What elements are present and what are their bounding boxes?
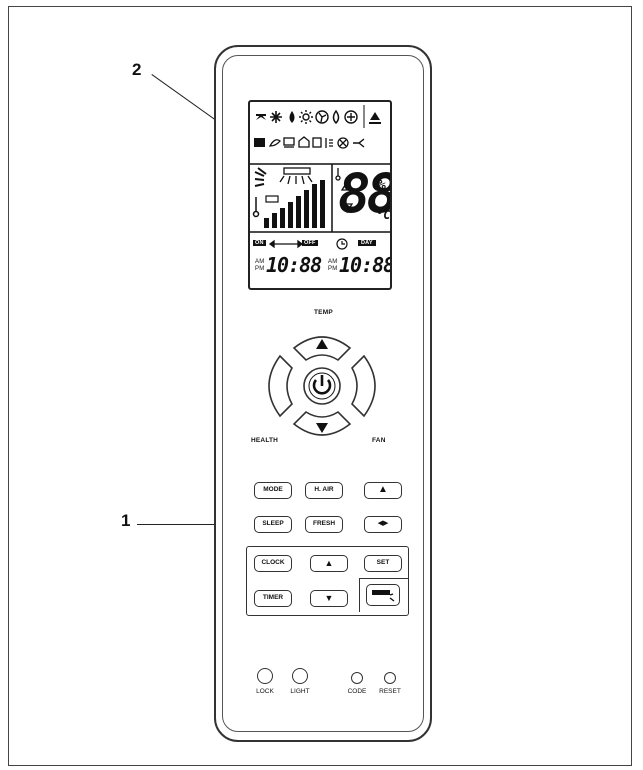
day-badge: DAY bbox=[358, 240, 376, 246]
dpad bbox=[268, 336, 376, 436]
louver-icon bbox=[279, 167, 313, 185]
fresh-icon bbox=[283, 137, 295, 148]
reset-label: RESET bbox=[379, 688, 401, 695]
down-arrow-icon bbox=[316, 423, 328, 433]
arrow-up-icon bbox=[369, 112, 381, 124]
pm-label-left: PM bbox=[255, 266, 265, 272]
time-left: 10:88 bbox=[266, 253, 322, 277]
lock-button[interactable] bbox=[257, 668, 273, 684]
updown-arrow-icon: ▲ bbox=[378, 484, 388, 495]
battery-icon bbox=[265, 195, 279, 203]
ion-icon bbox=[325, 138, 333, 148]
code-label: CODE bbox=[347, 688, 367, 695]
set-button[interactable]: SET bbox=[364, 555, 402, 572]
up-triangle-icon bbox=[340, 180, 354, 191]
remote-inner-border bbox=[222, 55, 424, 732]
louver-icon bbox=[372, 590, 395, 602]
fresh-button[interactable]: FRESH bbox=[305, 516, 343, 533]
mode-button[interactable]: MODE bbox=[254, 482, 292, 499]
leftright-arrow-icon: ◀▶ bbox=[377, 520, 389, 527]
lcd-unit-celsius: °C bbox=[376, 208, 391, 222]
humidity-icon bbox=[332, 109, 340, 125]
timer-group-frame-right bbox=[359, 578, 409, 612]
timer-down-button[interactable]: ▼ bbox=[310, 590, 348, 607]
fan-button[interactable] bbox=[351, 354, 376, 418]
temp-label: TEMP bbox=[314, 309, 333, 316]
reset-button[interactable] bbox=[384, 672, 396, 684]
light-label: LIGHT bbox=[290, 688, 310, 695]
timer-up-button[interactable]: ▲ bbox=[310, 555, 348, 572]
lcd-display: 88 % °C ON OFF DAY AM PM 10:88 AM PM 10:… bbox=[248, 100, 392, 290]
power-icon bbox=[337, 137, 349, 149]
health-icon bbox=[268, 139, 281, 147]
sun-icon bbox=[299, 110, 313, 124]
home-icon bbox=[298, 136, 310, 148]
health-label: HEALTH bbox=[251, 437, 279, 444]
timer-group-frame bbox=[246, 546, 409, 616]
sleep-button[interactable]: SLEEP bbox=[254, 516, 292, 533]
clock-button[interactable]: CLOCK bbox=[254, 555, 292, 572]
am-label-left: AM bbox=[255, 259, 265, 265]
h-air-button[interactable]: H. AIR bbox=[305, 482, 343, 499]
temperature-indicator-icon bbox=[335, 168, 341, 181]
turbo-icon bbox=[256, 114, 266, 120]
lcd-unit-percent: % bbox=[378, 178, 386, 193]
leader-line-1 bbox=[137, 524, 249, 525]
figure-frame bbox=[8, 6, 632, 766]
snowflake-icon bbox=[270, 111, 282, 123]
timer-on-badge: ON bbox=[253, 240, 266, 246]
swing-icon bbox=[353, 138, 365, 148]
fan-ray-icon bbox=[254, 167, 267, 187]
louver-button[interactable] bbox=[366, 584, 400, 606]
up-arrow-icon: ▲ bbox=[324, 558, 334, 568]
time-right: 10:88 bbox=[339, 253, 392, 277]
timer-arrow bbox=[268, 239, 304, 249]
health-button[interactable] bbox=[268, 354, 293, 418]
timer-off-badge: OFF bbox=[302, 240, 318, 246]
callout-1: 1 bbox=[121, 511, 131, 530]
filter-icon bbox=[312, 137, 322, 148]
horizontal-swing-button[interactable]: ◀▶ bbox=[364, 516, 402, 533]
drop-icon bbox=[289, 111, 295, 123]
fan-speed-bars bbox=[264, 180, 325, 228]
down-triangle-icon bbox=[340, 203, 354, 214]
power-button[interactable] bbox=[303, 367, 341, 405]
down-arrow-icon: ▼ bbox=[324, 593, 334, 603]
fan-icon bbox=[315, 110, 329, 124]
fan-label: FAN bbox=[372, 437, 386, 444]
am-label-right: AM bbox=[328, 259, 338, 265]
timer-button[interactable]: TIMER bbox=[254, 590, 292, 607]
sleep-icon-top bbox=[344, 110, 358, 124]
lock-label: LOCK bbox=[256, 688, 274, 695]
code-button[interactable] bbox=[351, 672, 363, 684]
pm-label-right: PM bbox=[328, 266, 338, 272]
thermometer-icon bbox=[252, 197, 260, 218]
callout-2: 2 bbox=[132, 60, 142, 79]
lcd-main-digits: 88 bbox=[338, 162, 392, 225]
sleep-icon bbox=[254, 138, 265, 147]
up-arrow-icon bbox=[316, 339, 328, 349]
power-icon bbox=[312, 379, 332, 395]
clock-icon bbox=[336, 238, 348, 250]
vertical-swing-button[interactable]: ▲ bbox=[364, 482, 402, 499]
light-button[interactable] bbox=[292, 668, 308, 684]
